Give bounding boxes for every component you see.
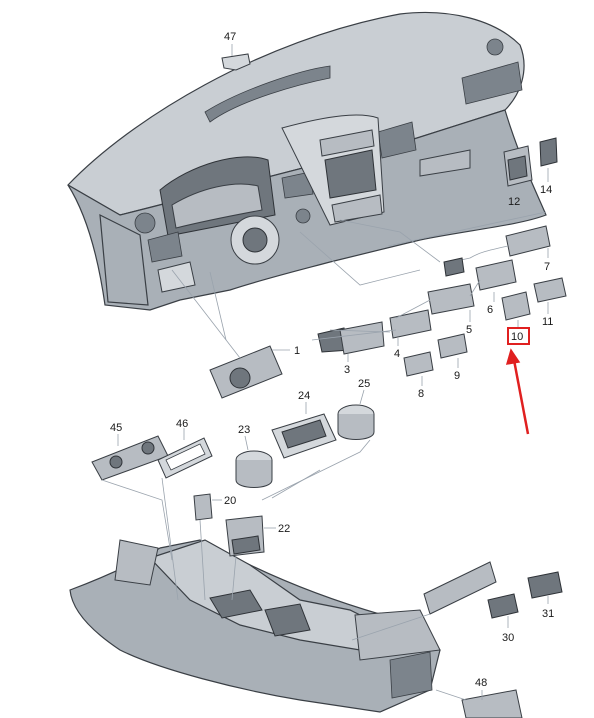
highlight-arrow-head [505,348,521,365]
callout-8: 8 [418,388,424,400]
part-48 [461,689,523,718]
part-8 [403,351,434,386]
callout-11: 11 [542,316,553,328]
part-trim-strip [423,561,497,615]
part-9 [437,333,468,368]
part-31 [527,571,563,604]
part-46 [157,428,213,479]
callout-24: 24 [298,390,310,402]
part-14 [539,137,558,182]
part-7 [443,225,551,277]
part-20 [193,493,222,521]
callout-labels: 47 1 3 4 5 6 7 8 9 10 11 12 14 20 22 23 … [110,31,554,689]
center-console [69,539,441,713]
part-5 [427,283,475,322]
callout-1: 1 [294,345,300,357]
highlight-box [507,327,530,345]
dashboard-assembly [67,11,547,311]
callout-31: 31 [542,608,554,620]
callout-23: 23 [238,424,250,436]
callout-14: 14 [540,184,552,196]
part-22 [225,515,276,557]
callout-30: 30 [502,632,514,644]
part-11 [533,277,567,314]
callout-45: 45 [110,422,122,434]
highlight-marker [505,327,530,435]
callout-3: 3 [344,364,350,376]
part-10 [501,291,531,328]
callout-12: 12 [508,196,520,208]
callout-6: 6 [487,304,493,316]
callout-48: 48 [475,677,487,689]
callout-4: 4 [394,348,400,360]
callout-9: 9 [454,370,460,382]
callout-10: 10 [511,331,523,343]
part-24 [271,402,337,459]
part-12 [503,145,533,187]
part-30 [487,593,519,628]
part-3 [317,321,385,362]
part-1 [209,345,290,399]
part-45 [91,434,169,481]
highlight-arrow-shaft [512,359,530,435]
part-23 [235,435,273,488]
callout-20: 20 [224,495,236,507]
callout-25: 25 [358,378,370,390]
callout-7: 7 [544,261,550,273]
part-25 [337,389,375,440]
callout-47: 47 [224,31,236,43]
callout-46: 46 [176,418,188,430]
callout-22: 22 [278,523,290,535]
callout-5: 5 [466,324,472,336]
part-47 [221,44,251,71]
leader-lines [101,211,547,701]
part-4 [389,309,432,346]
